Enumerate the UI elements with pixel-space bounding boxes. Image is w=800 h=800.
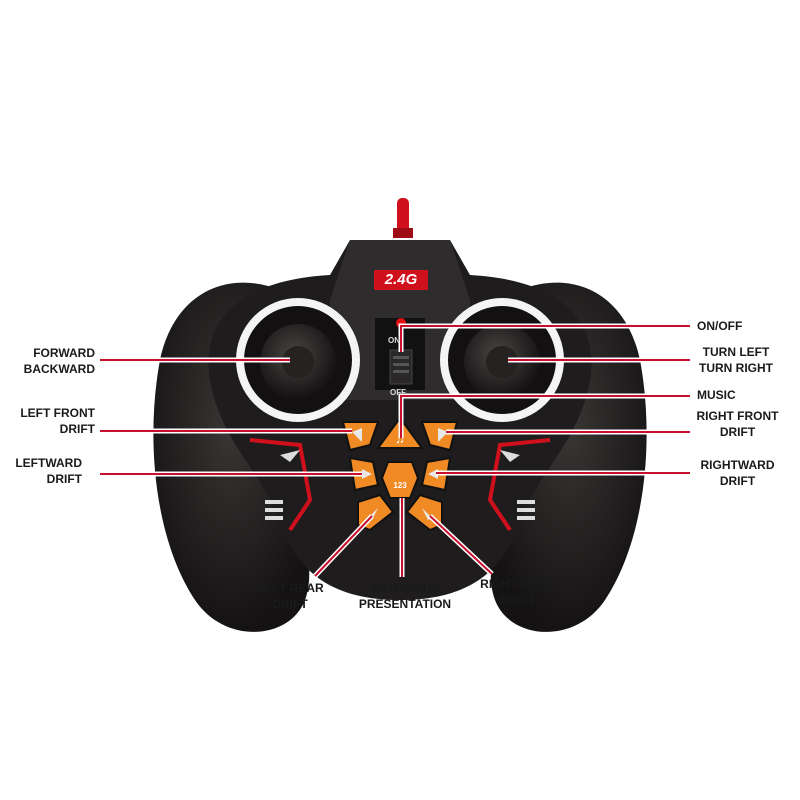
leader-lines (100, 323, 690, 578)
music-note-icon: ♫ (395, 431, 405, 446)
antenna (393, 198, 413, 238)
switch-off-label: OFF (390, 388, 406, 397)
button-123-label: 123 (393, 481, 407, 490)
badge-2-4g (374, 270, 428, 290)
label-on-off: ON/OFF (697, 319, 743, 333)
automatic-presentation-button[interactable] (380, 461, 420, 499)
badge-text: 2.4G (384, 271, 418, 288)
left-joystick[interactable] (236, 298, 360, 422)
label-music: MUSIC (697, 388, 736, 402)
switch-on-label: ON (388, 336, 400, 345)
right-joystick[interactable] (440, 298, 564, 422)
